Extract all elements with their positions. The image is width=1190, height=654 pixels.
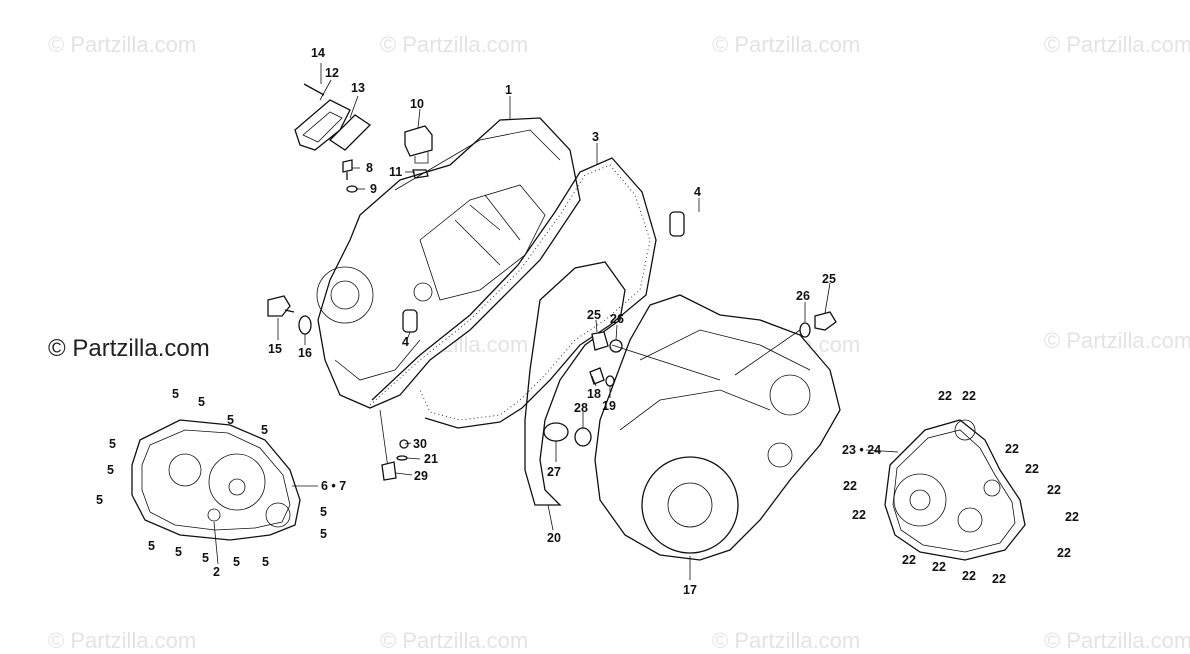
callout-8[interactable]: 8	[366, 161, 373, 175]
callout-25-top[interactable]: 25	[822, 272, 836, 286]
callout-5[interactable]: 5	[320, 505, 327, 519]
bolt-and-washer-8-9[interactable]	[342, 159, 358, 193]
callout-5[interactable]: 5	[261, 423, 268, 437]
watermark-group: © Partzilla.com © Partzilla.com © Partzi…	[48, 32, 1190, 653]
inspection-cover-assembly[interactable]	[294, 83, 372, 151]
callout-19[interactable]: 19	[602, 399, 616, 413]
case-plug-and-seal[interactable]	[543, 422, 592, 447]
watermark-bottom-4: © Partzilla.com	[1044, 628, 1190, 653]
callout-5[interactable]: 5	[109, 437, 116, 451]
callout-12[interactable]: 12	[325, 66, 339, 80]
callout-22[interactable]: 22	[1057, 546, 1071, 560]
callout-9[interactable]: 9	[370, 182, 377, 196]
drain-plug-assembly[interactable]	[267, 295, 312, 335]
callout-5[interactable]: 5	[96, 493, 103, 507]
callout-22[interactable]: 22	[1025, 462, 1039, 476]
callout-14[interactable]: 14	[311, 46, 325, 60]
callout-22[interactable]: 22	[902, 553, 916, 567]
callout-17[interactable]: 17	[683, 583, 697, 597]
callout-16[interactable]: 16	[298, 346, 312, 360]
transmission-case-right[interactable]	[594, 294, 841, 561]
watermark-bottom-1: © Partzilla.com	[48, 628, 196, 653]
callout-22[interactable]: 22	[938, 389, 952, 403]
callout-26-top[interactable]: 26	[796, 289, 810, 303]
small-parts-21-29-30[interactable]	[379, 409, 409, 481]
case-seal-ring[interactable]	[524, 261, 626, 506]
left-side-cover[interactable]	[131, 419, 301, 541]
bolt-and-washer-25-26[interactable]	[799, 311, 837, 338]
callout-5[interactable]: 5	[172, 387, 179, 401]
callout-5[interactable]: 5	[148, 539, 155, 553]
callout-22[interactable]: 22	[843, 479, 857, 493]
callout-5[interactable]: 5	[175, 545, 182, 559]
watermark-top-3: © Partzilla.com	[712, 32, 860, 57]
callout-11[interactable]: 11	[389, 165, 402, 179]
case-gasket[interactable]	[369, 157, 657, 429]
callout-13[interactable]: 13	[351, 81, 365, 95]
callout-29[interactable]: 29	[414, 469, 428, 483]
callout-2[interactable]: 2	[213, 565, 220, 579]
callout-21[interactable]: 21	[424, 452, 438, 466]
callout-25-mid[interactable]: 25	[587, 308, 601, 322]
callout-labels: 1 3 4 4 10 11 12 13 14 8 9 15 16 25 26 2…	[96, 46, 1079, 597]
callout-22[interactable]: 22	[1047, 483, 1061, 497]
callout-5[interactable]: 5	[233, 555, 240, 569]
watermark-bottom-2: © Partzilla.com	[380, 628, 528, 653]
leader-lines	[213, 63, 899, 580]
callout-5[interactable]: 5	[198, 395, 205, 409]
callout-28[interactable]: 28	[574, 401, 588, 415]
callout-20[interactable]: 20	[547, 531, 561, 545]
callout-22[interactable]: 22	[852, 508, 866, 522]
watermark-prominent: © Partzilla.com	[48, 335, 210, 362]
callout-22[interactable]: 22	[962, 389, 976, 403]
callout-5[interactable]: 5	[227, 413, 234, 427]
callout-5[interactable]: 5	[262, 555, 269, 569]
watermark-top-1: © Partzilla.com	[48, 32, 196, 57]
callout-23-24[interactable]: 23 • 24	[842, 443, 881, 457]
callout-27[interactable]: 27	[547, 465, 561, 479]
right-side-cover[interactable]	[884, 419, 1026, 561]
callout-4-mid[interactable]: 4	[402, 335, 409, 349]
callout-3[interactable]: 3	[592, 130, 599, 144]
callout-5[interactable]: 5	[107, 463, 114, 477]
callout-10[interactable]: 10	[410, 97, 424, 111]
watermark-mid-4: © Partzilla.com	[1044, 328, 1190, 353]
callout-5[interactable]: 5	[202, 551, 209, 565]
watermark-top-4: © Partzilla.com	[1044, 32, 1190, 57]
callout-30[interactable]: 30	[413, 437, 427, 451]
transmission-case-left[interactable]	[316, 117, 581, 409]
watermark-top-2: © Partzilla.com	[380, 32, 528, 57]
callout-22[interactable]: 22	[1005, 442, 1019, 456]
callout-15[interactable]: 15	[268, 342, 282, 356]
callout-22[interactable]: 22	[1065, 510, 1079, 524]
callout-22[interactable]: 22	[992, 572, 1006, 586]
dowel-pins[interactable]	[402, 211, 685, 333]
callout-22[interactable]: 22	[962, 569, 976, 583]
callout-1[interactable]: 1	[505, 83, 512, 97]
callout-18[interactable]: 18	[587, 387, 601, 401]
callout-4-top[interactable]: 4	[694, 185, 701, 199]
callout-26-mid[interactable]: 26	[610, 312, 624, 326]
oil-filler-cap[interactable]	[404, 125, 433, 179]
watermark-bottom-3: © Partzilla.com	[712, 628, 860, 653]
callout-22[interactable]: 22	[932, 560, 946, 574]
callout-6-7[interactable]: 6 • 7	[321, 479, 346, 493]
callout-5[interactable]: 5	[320, 527, 327, 541]
